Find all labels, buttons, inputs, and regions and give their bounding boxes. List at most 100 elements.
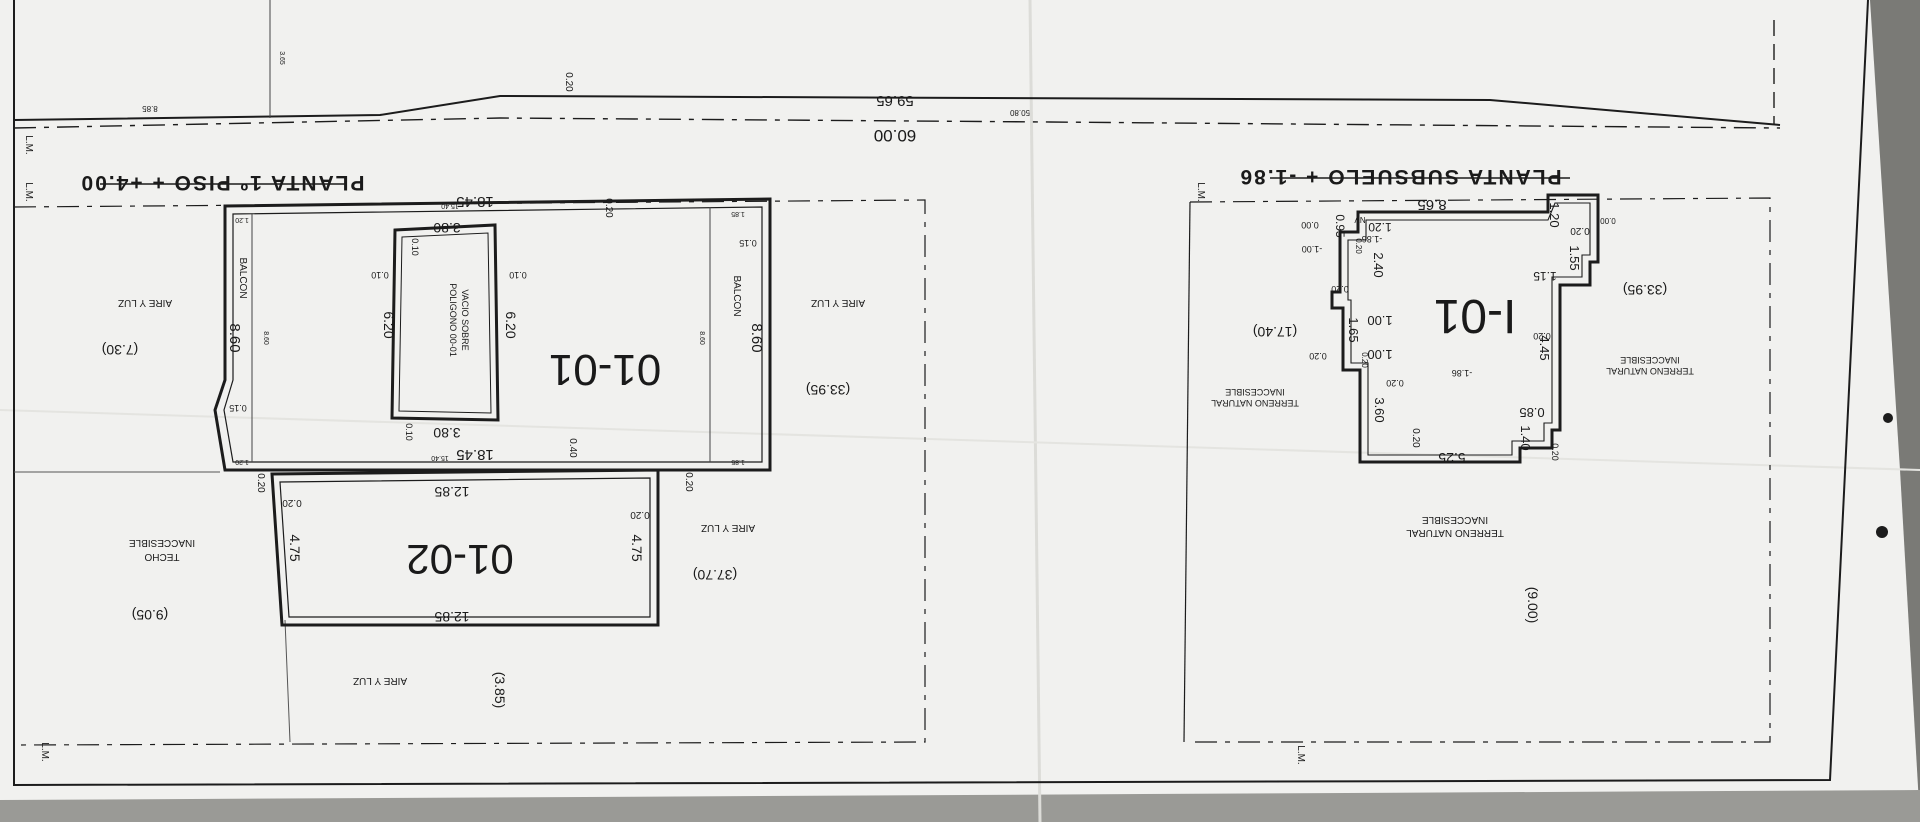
- dim-label: 4.45: [1537, 335, 1552, 360]
- binder-hole: [1876, 526, 1888, 538]
- dim-label: -1.86: [1362, 234, 1383, 244]
- plan-basement: PLANTA SUBSUELO + -1.86 I-01 TERRENO NAT…: [1183, 165, 1771, 743]
- unit-label: I-01: [1434, 289, 1517, 342]
- dim-label: 0.85: [1519, 405, 1544, 420]
- lm-label: L.M.: [1295, 745, 1306, 764]
- dim-label: 2.40: [1371, 252, 1386, 277]
- thickness-dim: 0.20: [563, 72, 574, 92]
- dim-label: 3.80: [433, 425, 460, 441]
- lot-boundary: [1189, 197, 1771, 743]
- plan-first-floor: PLANTA 1º PISO + +4.00 01-01 VACIO SOBRE…: [13, 171, 926, 746]
- top-strip: 60.00 59.65 8.85 3.65 50.80 0.20: [13, 0, 1781, 145]
- dim-label: 0.10: [410, 238, 420, 256]
- void-label-1: VACIO SOBRE: [460, 289, 470, 350]
- techo-label: INACCESIBLE: [129, 537, 195, 548]
- void-polygon: [390, 223, 500, 422]
- dim-label: 0.20: [1550, 443, 1560, 461]
- lm-label: L.M.: [23, 135, 34, 154]
- dim-label: -1.00: [1302, 244, 1323, 254]
- dim-label: 0.20: [683, 472, 694, 492]
- sheet-frame: [13, 0, 1869, 787]
- lot-boundary: [13, 199, 926, 746]
- dim-label: 0.10: [371, 270, 389, 280]
- area-label: (9.00): [1525, 587, 1541, 624]
- dim-label: 1.20: [235, 216, 249, 223]
- void-label-2: POLIGONO 00-01: [448, 283, 458, 357]
- dim-label: 0.95: [1333, 214, 1347, 238]
- dim-label: 4.75: [287, 534, 303, 561]
- dim-label: 0.20: [1354, 238, 1363, 254]
- dim-label: 1.00: [1367, 347, 1392, 362]
- area-label: (37.70): [693, 567, 737, 583]
- dim-label: 1.55: [1567, 245, 1582, 270]
- dim-label: 0.10: [404, 423, 414, 441]
- dim-label: 15.40: [441, 202, 459, 209]
- dim-label: 6.20: [381, 311, 397, 338]
- area-label: (7.30): [102, 342, 139, 358]
- fold-line: [0, 409, 1920, 471]
- lm-label: L.M.: [1195, 182, 1206, 201]
- area-label: (3.85): [492, 672, 508, 709]
- dim-label: 1.15: [1533, 269, 1557, 283]
- nv-label: NV: [1354, 215, 1366, 224]
- dim-label: 4.75: [629, 534, 645, 561]
- dim-label: 3.80: [433, 220, 460, 236]
- area-label: (33.95): [806, 382, 850, 398]
- left-small-dim: 8.85: [142, 104, 158, 113]
- dim-label: 0.10: [509, 270, 527, 280]
- terreno-label: INACCESIBLE: [1620, 355, 1680, 365]
- dim-label: 18.45: [456, 193, 494, 210]
- unit-label: 01-01: [549, 345, 662, 394]
- terreno-label: TERRENO NATURAL: [1606, 366, 1694, 376]
- dim-label: 1.85: [731, 210, 745, 217]
- area-label: (17.40): [1253, 324, 1297, 340]
- dim-label: 0.20: [1533, 331, 1551, 341]
- area-label: (33.95): [1623, 282, 1667, 298]
- dim-label: 15.40: [431, 454, 449, 461]
- dim-label: 8.60: [226, 323, 243, 352]
- aire-label: AIRE Y LUZ: [701, 522, 755, 533]
- aire-label: AIRE Y LUZ: [118, 297, 172, 308]
- plan-title: PLANTA 1º PISO + +4.00: [79, 171, 364, 194]
- dim-label: 1.20: [1547, 202, 1562, 227]
- paper-shadow: [0, 790, 1920, 822]
- small-dim: 50.80: [1009, 108, 1030, 117]
- dim-label: 0.20: [1331, 284, 1349, 294]
- terreno-label: TERRENO NATURAL: [1406, 527, 1504, 538]
- dim-label: 0.15: [229, 403, 247, 413]
- dim-label: 1.20: [1368, 220, 1392, 234]
- dim-label: -1.86: [1452, 368, 1473, 378]
- unit-label: 01-02: [406, 536, 513, 583]
- dim-label: 12.85: [434, 609, 469, 625]
- lm-label: L.M.: [39, 742, 50, 761]
- aire-label: AIRE Y LUZ: [353, 675, 407, 686]
- dim-label: 1.85: [731, 458, 745, 465]
- terreno-label: TERRENO NATURAL: [1211, 398, 1299, 408]
- fold-line: [1028, 0, 1042, 822]
- unit-01-02-outline: [270, 468, 660, 627]
- terreno-label: INACCESIBLE: [1225, 387, 1285, 397]
- dim-label: 8.65: [1417, 196, 1446, 213]
- dim-label: 18.45: [456, 446, 494, 463]
- small-dim: 3.65: [278, 51, 285, 65]
- plan-title: PLANTA SUBSUELO + -1.86: [1238, 165, 1561, 188]
- dim-label: 8.60: [262, 331, 269, 345]
- binder-hole: [1883, 413, 1893, 423]
- dim-label: 1.40: [1518, 425, 1533, 450]
- lm-label: L.M.: [23, 182, 34, 201]
- dim-label: 5.25: [1438, 450, 1465, 466]
- dim-label: 6.20: [503, 311, 519, 338]
- dim-label: 0.00: [1600, 216, 1616, 225]
- balcon-label: BALCON: [237, 257, 248, 298]
- dim-label: 0.20: [282, 497, 302, 508]
- total-width-label: 60.00: [874, 126, 917, 145]
- unit-01-01-outline: [213, 197, 772, 472]
- techo-label: TECHO: [144, 551, 179, 562]
- dim-label: 1.65: [1346, 317, 1361, 342]
- dim-label: 0.20: [1570, 225, 1590, 236]
- unit-i-01-outline: [1330, 193, 1600, 464]
- dim-label: 0.20: [1360, 352, 1369, 368]
- balcon-label: BALCON: [731, 275, 742, 316]
- dim-label: 0.20: [630, 509, 650, 520]
